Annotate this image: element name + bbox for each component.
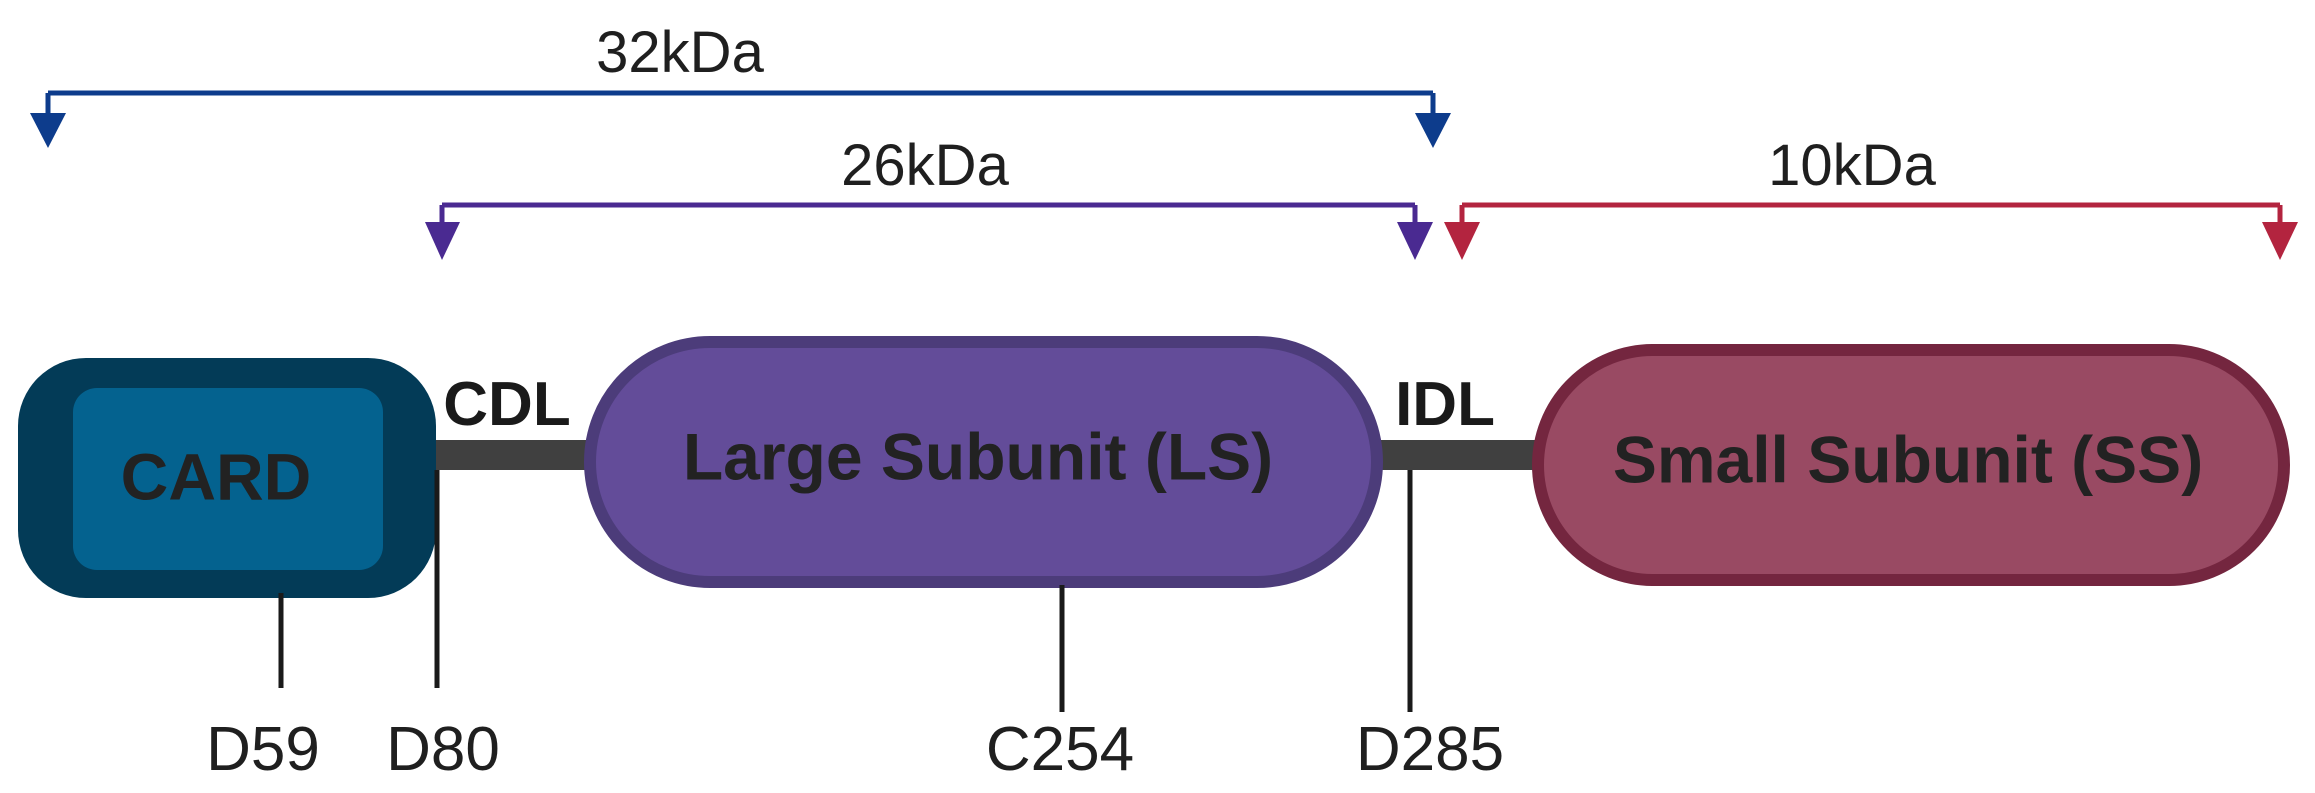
site-d80: D80 bbox=[386, 470, 500, 784]
small-subunit-label: Small Subunit (SS) bbox=[1613, 422, 2203, 496]
site-d59-label: D59 bbox=[206, 715, 320, 784]
site-d80-label: D80 bbox=[386, 715, 500, 784]
card-domain-label: CARD bbox=[121, 439, 312, 513]
bracket-10kda-left-arrow bbox=[1444, 222, 1480, 260]
bracket-10kda-label: 10kDa bbox=[1768, 133, 1936, 198]
card-domain: CARD bbox=[18, 358, 436, 598]
idl-linker-bar bbox=[1375, 440, 1550, 470]
bracket-32kda-label: 32kDa bbox=[596, 20, 764, 85]
large-subunit-label: Large Subunit (LS) bbox=[683, 419, 1273, 493]
bracket-26kda-right-arrow bbox=[1397, 222, 1433, 260]
site-d285: D285 bbox=[1356, 470, 1504, 784]
bracket-32kda-left-arrow bbox=[30, 113, 66, 148]
site-d59: D59 bbox=[206, 593, 320, 784]
bracket-10kda: 10kDa bbox=[1444, 133, 2298, 260]
cdl-linker-bar bbox=[420, 440, 595, 470]
bracket-32kda-right-arrow bbox=[1415, 113, 1451, 148]
site-c254-label: C254 bbox=[986, 715, 1134, 784]
bracket-26kda-left-arrow bbox=[425, 222, 460, 260]
bracket-10kda-right-arrow bbox=[2262, 222, 2298, 260]
bracket-32kda: 32kDa bbox=[30, 20, 1451, 148]
small-subunit-shape bbox=[1532, 344, 2290, 586]
site-d285-label: D285 bbox=[1356, 715, 1504, 784]
large-subunit-domain: Large Subunit (LS) bbox=[584, 336, 1383, 588]
large-subunit-shape bbox=[584, 336, 1383, 588]
cdl-label: CDL bbox=[443, 370, 570, 439]
site-c254: C254 bbox=[986, 585, 1134, 784]
small-subunit-domain: Small Subunit (SS) bbox=[1532, 344, 2290, 586]
bracket-26kda-label: 26kDa bbox=[841, 133, 1009, 198]
idl-label: IDL bbox=[1395, 370, 1495, 439]
bracket-26kda: 26kDa bbox=[425, 133, 1433, 260]
card-domain-inner bbox=[73, 388, 383, 570]
